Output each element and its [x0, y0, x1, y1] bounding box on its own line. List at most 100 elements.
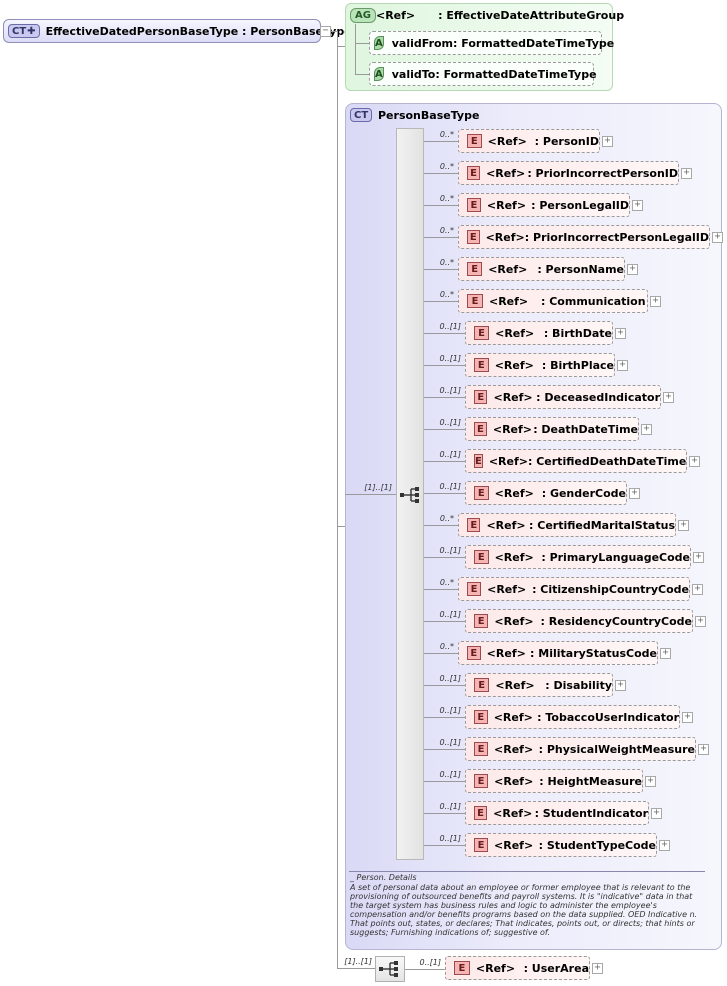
element-row[interactable]: E<Ref>: ResidencyCountryCode	[465, 609, 693, 633]
element-user-area[interactable]: E<Ref>: UserArea	[445, 956, 590, 980]
plus-icon[interactable]: +	[663, 392, 674, 403]
element-cardinality: 0..*	[439, 514, 454, 523]
element-ref: <Ref>	[492, 422, 533, 436]
element-ref: <Ref>	[485, 230, 525, 244]
element-cardinality: 0..*	[439, 290, 454, 299]
attribute-group-panel[interactable]: AG <Ref> : EffectiveDateAttributeGroup A…	[345, 3, 624, 91]
element-name: : TobaccoUserIndicator	[537, 710, 679, 724]
connector	[337, 31, 338, 969]
plus-icon[interactable]: +	[682, 712, 693, 723]
plus-icon[interactable]: +	[641, 424, 652, 435]
element-badge: E	[474, 614, 489, 628]
element-row[interactable]: E<Ref>: PersonLegalID	[458, 193, 630, 217]
element-badge: E	[467, 198, 481, 212]
collapse-icon[interactable]: −	[320, 26, 331, 37]
plus-icon[interactable]: +	[693, 552, 704, 563]
element-ref: <Ref>	[475, 961, 516, 975]
element-name: : DeceasedIndicator	[536, 390, 660, 404]
element-badge: E	[474, 678, 490, 692]
element-row[interactable]: E<Ref>: PriorIncorrectPersonLegalID	[458, 225, 710, 249]
element-connector	[424, 557, 465, 558]
plus-icon[interactable]: +	[592, 963, 603, 974]
connector	[355, 74, 369, 75]
element-name: : StudentTypeCode	[538, 838, 656, 852]
element-name: : Communication	[541, 294, 646, 308]
plus-icon[interactable]: +	[678, 520, 689, 531]
element-ref: <Ref>	[493, 390, 533, 404]
element-row[interactable]: E<Ref>: Communication	[458, 289, 648, 313]
element-row[interactable]: E<Ref>: BirthDate	[465, 321, 613, 345]
element-row[interactable]: E<Ref>: CertifiedMaritalStatus	[458, 513, 676, 537]
plus-icon[interactable]: +	[689, 456, 700, 467]
plus-icon[interactable]: +	[602, 136, 613, 147]
plus-icon[interactable]: +	[632, 200, 643, 211]
element-ref: <Ref>	[493, 710, 533, 724]
plus-icon[interactable]: +	[681, 168, 692, 179]
plus-icon[interactable]: +	[617, 360, 628, 371]
element-name: : CitizenshipCountryCode	[532, 582, 689, 596]
element-cardinality: 0..[1]	[439, 386, 461, 395]
element-connector	[424, 845, 465, 846]
sequence-bar[interactable]	[396, 128, 424, 860]
element-row[interactable]: E<Ref>: PersonName	[458, 257, 625, 281]
element-cardinality: 0..*	[439, 162, 454, 171]
element-row[interactable]: E<Ref>: StudentIndicator	[465, 801, 649, 825]
element-row[interactable]: E<Ref>: StudentTypeCode	[465, 833, 657, 857]
element-badge: E	[467, 582, 482, 596]
attribute-name: validFrom	[391, 36, 454, 50]
element-row[interactable]: E <Ref> : TobaccoUserIndicator	[465, 705, 680, 729]
element-badge: E	[474, 710, 488, 724]
element-row[interactable]: E<Ref>: PrimaryLanguageCode	[465, 545, 691, 569]
plus-icon[interactable]: +	[645, 776, 656, 787]
element-row[interactable]: E<Ref>: Disability	[465, 673, 613, 697]
attribute-group-title: <Ref> : EffectiveDateAttributeGroup	[376, 9, 624, 22]
outer-sequence-box[interactable]	[375, 956, 405, 982]
plus-icon[interactable]: +	[651, 808, 662, 819]
element-name: : PersonLegalID	[531, 198, 629, 212]
element-badge: E	[474, 838, 489, 852]
element-row[interactable]: E<Ref>: CitizenshipCountryCode	[458, 577, 690, 601]
plus-icon[interactable]: +	[695, 616, 706, 627]
element-row[interactable]: E<Ref>: PhysicalWeightMeasure	[465, 737, 696, 761]
element-connector	[424, 653, 458, 654]
element-name: : Disability	[545, 678, 612, 692]
element-row[interactable]: E<Ref>: GenderCode	[465, 481, 627, 505]
element-badge: E	[467, 518, 481, 532]
element-cardinality: 0..[1]	[439, 610, 461, 619]
derived-icon: ✚	[27, 25, 36, 37]
connector	[405, 969, 445, 970]
element-row[interactable]: E<Ref>: CertifiedDeathDateTime	[465, 449, 687, 473]
element-row[interactable]: E<Ref>: PriorIncorrectPersonID	[458, 161, 679, 185]
element-row[interactable]: E<Ref>: DeathDateTime	[465, 417, 639, 441]
plus-icon[interactable]: +	[692, 584, 703, 595]
element-row[interactable]: E<Ref>: HeightMeasure	[465, 769, 643, 793]
connector	[355, 24, 356, 74]
element-connector	[424, 589, 458, 590]
element-row[interactable]: E<Ref>: MilitaryStatusCode	[458, 641, 658, 665]
element-name: : PersonID	[534, 134, 599, 148]
plus-icon[interactable]: +	[615, 680, 626, 691]
user-area-cardinality: 0..[1]	[419, 958, 441, 967]
element-ref: <Ref>	[494, 486, 534, 500]
plus-icon[interactable]: +	[698, 744, 709, 755]
attribute-badge: A	[374, 67, 384, 81]
element-name: : CertifiedMaritalStatus	[529, 518, 675, 532]
element-row[interactable]: E<Ref>: DeceasedIndicator	[465, 385, 661, 409]
element-row[interactable]: E<Ref>: PersonID	[458, 129, 600, 153]
root-complex-type[interactable]: CT✚ EffectiveDatedPersonBaseType : Perso…	[3, 19, 352, 43]
element-row[interactable]: E<Ref>: BirthPlace	[465, 353, 615, 377]
plus-icon[interactable]: +	[615, 328, 626, 339]
element-badge: E	[467, 230, 480, 244]
plus-icon[interactable]: +	[712, 232, 723, 243]
element-ref: <Ref>	[486, 646, 526, 660]
element-cardinality: 0..[1]	[439, 770, 461, 779]
element-connector	[424, 365, 465, 366]
plus-icon[interactable]: +	[627, 264, 638, 275]
element-badge: E	[467, 262, 483, 276]
plus-icon[interactable]: +	[650, 296, 661, 307]
plus-icon[interactable]: +	[629, 488, 640, 499]
plus-icon[interactable]: +	[660, 648, 671, 659]
plus-icon[interactable]: +	[659, 840, 670, 851]
